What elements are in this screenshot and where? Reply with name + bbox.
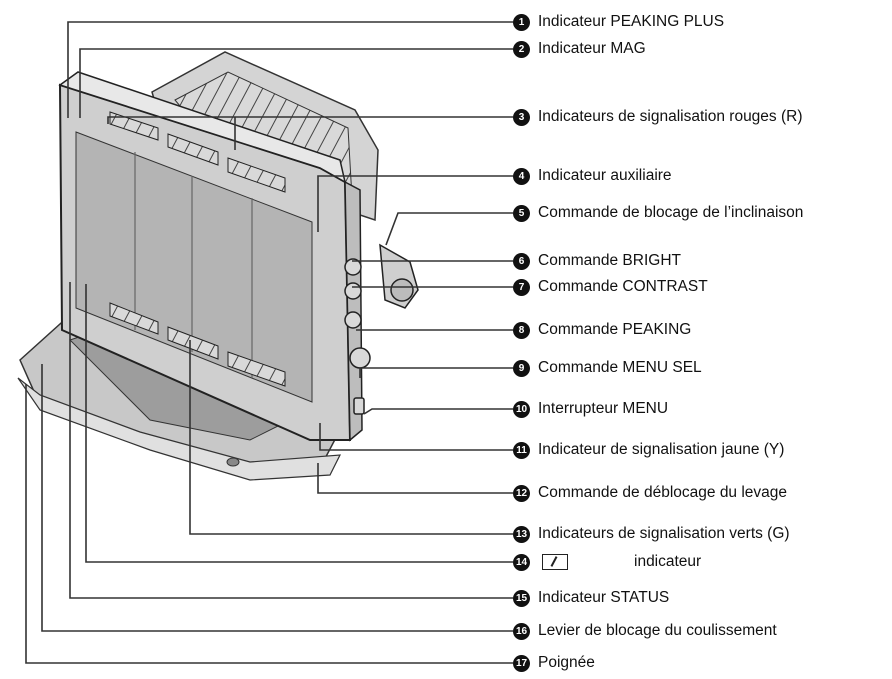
callout-text: Indicateur MAG [538,40,646,57]
callout-number: 4 [513,167,530,185]
callout-number: 11 [513,441,530,459]
tally-lamps [109,111,286,387]
callout-number: 9 [513,359,530,377]
monitor-frame [58,71,363,442]
label-tilt-lock-control: 5 Commande de blocage de l’inclinaison [513,202,803,224]
label-red-tally-indicators: 3 Indicateurs de signalisation rouges (R… [513,106,803,128]
label-slide-lock-lever: 16 Levier de blocage du coulissement [513,620,777,642]
label-contrast-control: 7 Commande CONTRAST [513,276,708,298]
callout-number: 8 [513,321,530,339]
callout-text: Interrupteur MENU [538,400,669,417]
callout-number: 6 [513,252,530,270]
callout-number: 10 [513,400,530,418]
callout-number: 13 [513,525,530,543]
label-peaking-plus-indicator: 1 Indicateur PEAKING PLUS [513,11,724,33]
callout-number: 15 [513,589,530,607]
callout-text: Commande PEAKING [538,321,692,338]
callout-text: Indicateur auxiliaire [538,167,672,184]
callout-number: 1 [513,13,530,31]
label-mag-indicator: 2 Indicateur MAG [513,38,646,60]
label-lift-release-control: 12 Commande de déblocage du levage [513,482,787,504]
callout-text: Indicateurs de signalisation rouges (R) [538,108,803,125]
callout-number: 2 [513,40,530,58]
leader-lines [25,21,513,664]
callout-text: Levier de blocage du coulissement [538,622,777,639]
callout-text: Indicateur de signalisation jaune (Y) [538,441,785,458]
callout-number: 17 [513,654,530,672]
callout-text: Indicateurs de signalisation verts (G) [538,525,790,542]
callout-text: Poignée [538,654,595,671]
label-menu-switch: 10 Interrupteur MENU [513,398,668,420]
label-marker-indicator: 14 indicateur [513,551,701,573]
callout-text: Indicateur PEAKING PLUS [538,13,725,30]
callout-number: 12 [513,484,530,502]
label-status-indicator: 15 Indicateur STATUS [513,587,669,609]
label-green-tally-indicators: 13 Indicateurs de signalisation verts (G… [513,523,790,545]
callout-text: Commande de blocage de l’inclinaison [538,204,804,221]
callout-text: Commande CONTRAST [538,278,708,295]
callout-text: Commande MENU SEL [538,359,702,376]
label-peaking-control: 8 Commande PEAKING [513,319,691,341]
label-handle: 17 Poignée [513,652,595,674]
callout-text: Commande BRIGHT [538,252,681,269]
callout-text: Commande de déblocage du levage [538,484,788,501]
label-yellow-tally-indicator: 11 Indicateur de signalisation jaune (Y) [513,439,784,461]
callout-number: 7 [513,278,530,296]
marker-icon [542,554,568,570]
label-bright-control: 6 Commande BRIGHT [513,250,681,272]
label-aux-indicator: 4 Indicateur auxiliaire [513,165,672,187]
callout-number: 3 [513,108,530,126]
callout-number: 14 [513,553,530,571]
callout-text: indicateur [634,553,702,570]
callout-text: Indicateur STATUS [538,589,670,606]
label-menu-sel-control: 9 Commande MENU SEL [513,357,702,379]
callout-number: 16 [513,622,530,640]
callout-number: 5 [513,204,530,222]
